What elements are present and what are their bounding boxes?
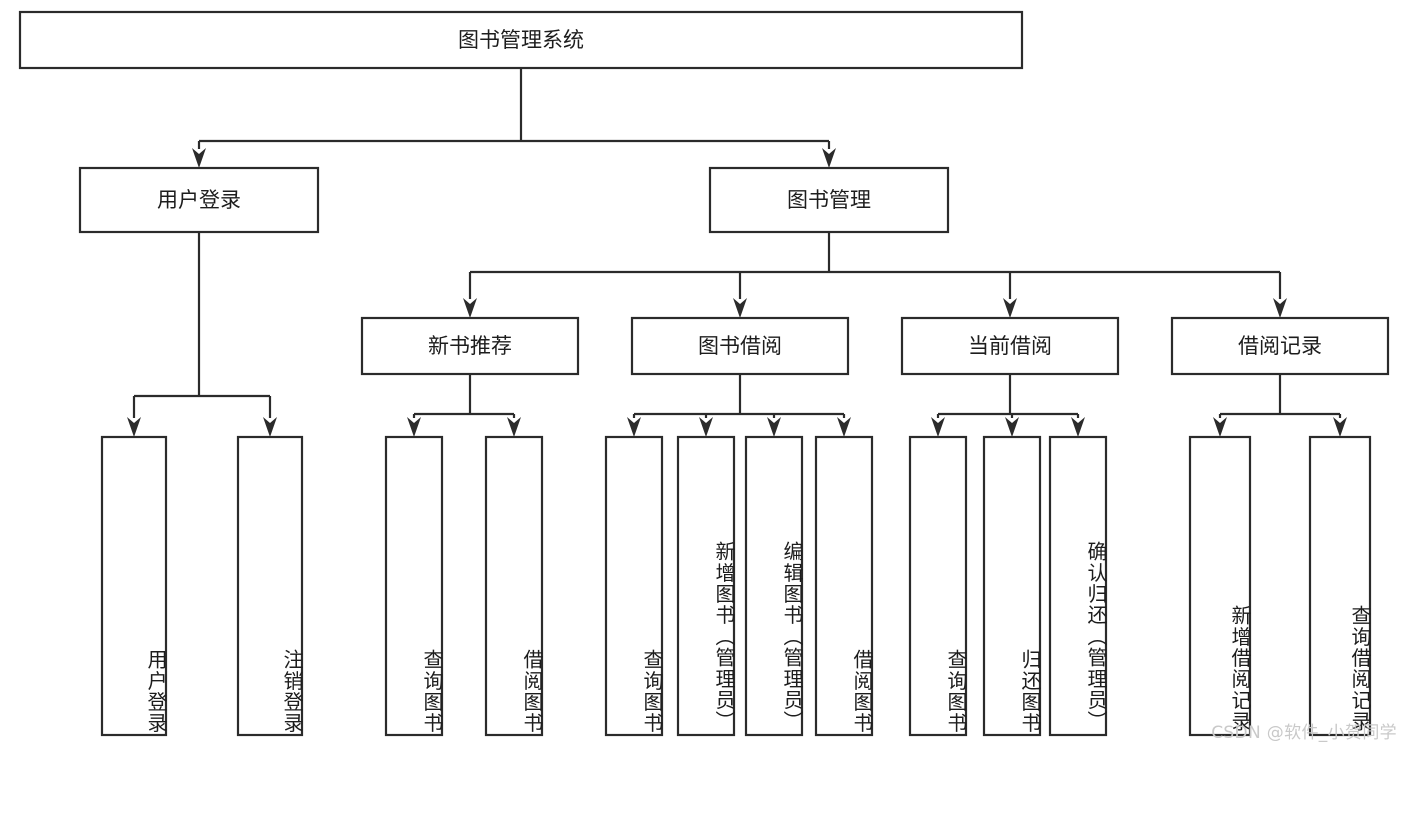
node-box-leaf-5 <box>676 435 736 737</box>
node-box-leaf-10 <box>1048 435 1108 737</box>
node-label-level2-3: 借阅记录 <box>1238 334 1322 358</box>
arrow-to-level2-2 <box>1003 298 1017 318</box>
node-box-leaf-3 <box>484 435 544 737</box>
node-label-level2-2: 当前借阅 <box>968 334 1052 358</box>
arrow-to-level2-3 <box>1273 298 1287 318</box>
node-box-leaf-1 <box>236 435 304 737</box>
node-box-level1-0 <box>78 166 320 234</box>
node-box-leaf-9 <box>982 435 1042 737</box>
arrow-to-leaf-2-1 <box>1005 417 1019 437</box>
arrow-to-leaf-3-0 <box>1213 417 1227 437</box>
arrow-to-leaf-0-1 <box>507 417 521 437</box>
arrow-to-login-leaf-1 <box>263 417 277 437</box>
arrow-to-leaf-1-1 <box>699 417 713 437</box>
node-box-root <box>18 10 1024 70</box>
node-box-level2-1 <box>630 316 850 376</box>
node-label-level2-0: 新书推荐 <box>428 334 512 358</box>
node-box-level2-3 <box>1170 316 1390 376</box>
node-box-leaf-12 <box>1308 435 1372 737</box>
arrow-to-leaf-2-0 <box>931 417 945 437</box>
node-box-leaf-8 <box>908 435 968 737</box>
arrow-to-leaf-1-0 <box>627 417 641 437</box>
csdn-watermark: CSDN @软件_小贺同学 <box>1211 723 1397 743</box>
arrow-to-level2-0 <box>463 298 477 318</box>
node-box-leaf-0 <box>100 435 168 737</box>
node-label-root: 图书管理系统 <box>458 28 584 52</box>
arrow-to-leaf-2-2 <box>1071 417 1085 437</box>
node-box-level1-1 <box>708 166 950 234</box>
arrow-to-level2-1 <box>733 298 747 318</box>
arrow-to-leaf-1-3 <box>837 417 851 437</box>
node-label-level1-1: 图书管理 <box>787 188 871 212</box>
node-box-level2-2 <box>900 316 1120 376</box>
arrow-to-login-leaf-0 <box>127 417 141 437</box>
node-box-leaf-2 <box>384 435 444 737</box>
arrow-to-leaf-3-1 <box>1333 417 1347 437</box>
node-box-leaf-4 <box>604 435 664 737</box>
node-box-leaf-6 <box>744 435 804 737</box>
node-box-level2-0 <box>360 316 580 376</box>
node-box-leaf-7 <box>814 435 874 737</box>
node-label-level1-0: 用户登录 <box>157 188 241 212</box>
arrow-to-leaf-0-0 <box>407 417 421 437</box>
connector-lines <box>127 68 1347 437</box>
node-boxes <box>18 10 1390 737</box>
arrow-to-level1-1 <box>822 148 836 168</box>
arrow-to-leaf-1-2 <box>767 417 781 437</box>
node-box-leaf-11 <box>1188 435 1252 737</box>
node-label-level2-1: 图书借阅 <box>698 334 782 358</box>
arrow-to-level1-0 <box>192 148 206 168</box>
flowchart-diagram: 图书管理系统用户登录图书管理新书推荐图书借阅当前借阅借阅记录 用户登录注销登录查… <box>18 10 1397 743</box>
